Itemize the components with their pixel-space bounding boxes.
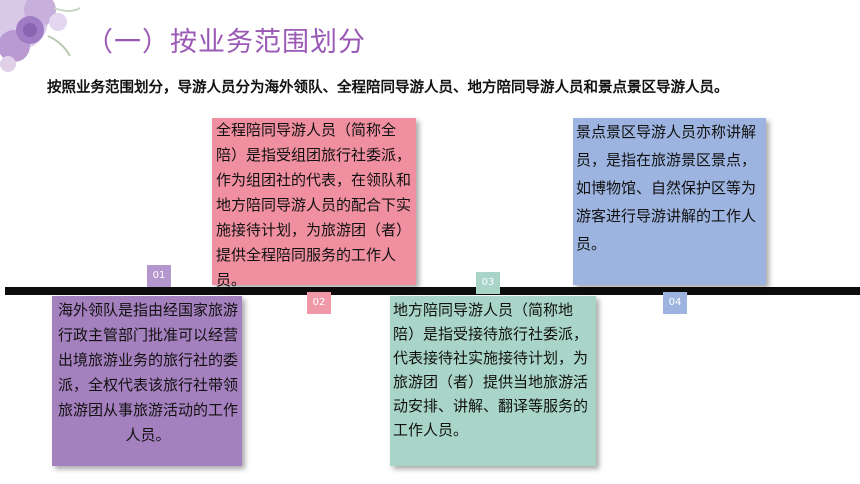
page-subtitle: 按照业务范围划分，导游人员分为海外领队、全程陪同导游人员、地方陪同导游人员和景点…: [47, 80, 729, 96]
card-local-guide: 地方陪同导游人员（简称地陪）是指受接待旅行社委派，代表接待社实施接待计划，为旅游…: [390, 296, 596, 466]
card-overseas-leader: 海外领队是指由经国家旅游行政主管部门批准可以经营出境旅游业务的旅行社的委派，全权…: [52, 296, 242, 466]
card-national-guide: 全程陪同导游人员（简称全陪）是指受组团旅行社委派，作为组团社的代表，在领队和地方…: [212, 118, 416, 289]
marker-03: 03: [476, 272, 500, 294]
flower-decoration: [0, 0, 81, 72]
card-scenic-guide: 景点景区导游人员亦称讲解员，是指在旅游景区景点，如博物馆、自然保护区等为游客进行…: [573, 118, 766, 285]
marker-04: 04: [663, 292, 687, 314]
marker-01: 01: [147, 265, 171, 287]
marker-02: 02: [307, 292, 331, 314]
timeline-bar: [5, 287, 860, 295]
page-title: （一）按业务范围划分: [86, 27, 366, 58]
